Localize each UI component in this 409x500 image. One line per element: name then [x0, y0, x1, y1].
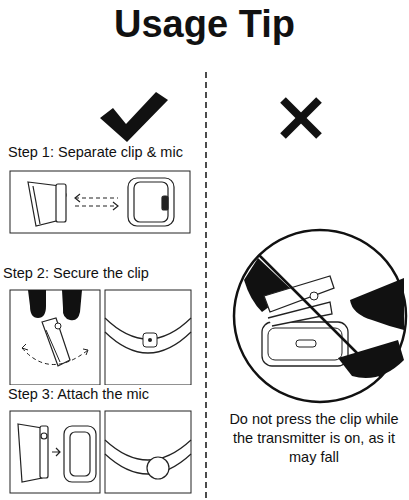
step-panels — [10, 171, 191, 493]
divider — [205, 72, 207, 500]
step-heading: Step 1: Separate clip & mic — [8, 143, 204, 162]
step2-secure-clip — [22, 290, 191, 366]
step-heading: Step 3: Attach the mic — [8, 385, 204, 404]
prohibited-illustration — [234, 230, 406, 402]
title: Usage Tip — [0, 2, 409, 46]
step3-attach-mic — [18, 424, 191, 482]
step-heading: Step 2: Secure the clip — [3, 264, 203, 283]
check-mark — [100, 92, 168, 142]
step1-clip-mic — [28, 178, 174, 226]
cross-mark — [283, 100, 319, 136]
warning-note: Do not press the clip while the transmit… — [228, 410, 400, 467]
